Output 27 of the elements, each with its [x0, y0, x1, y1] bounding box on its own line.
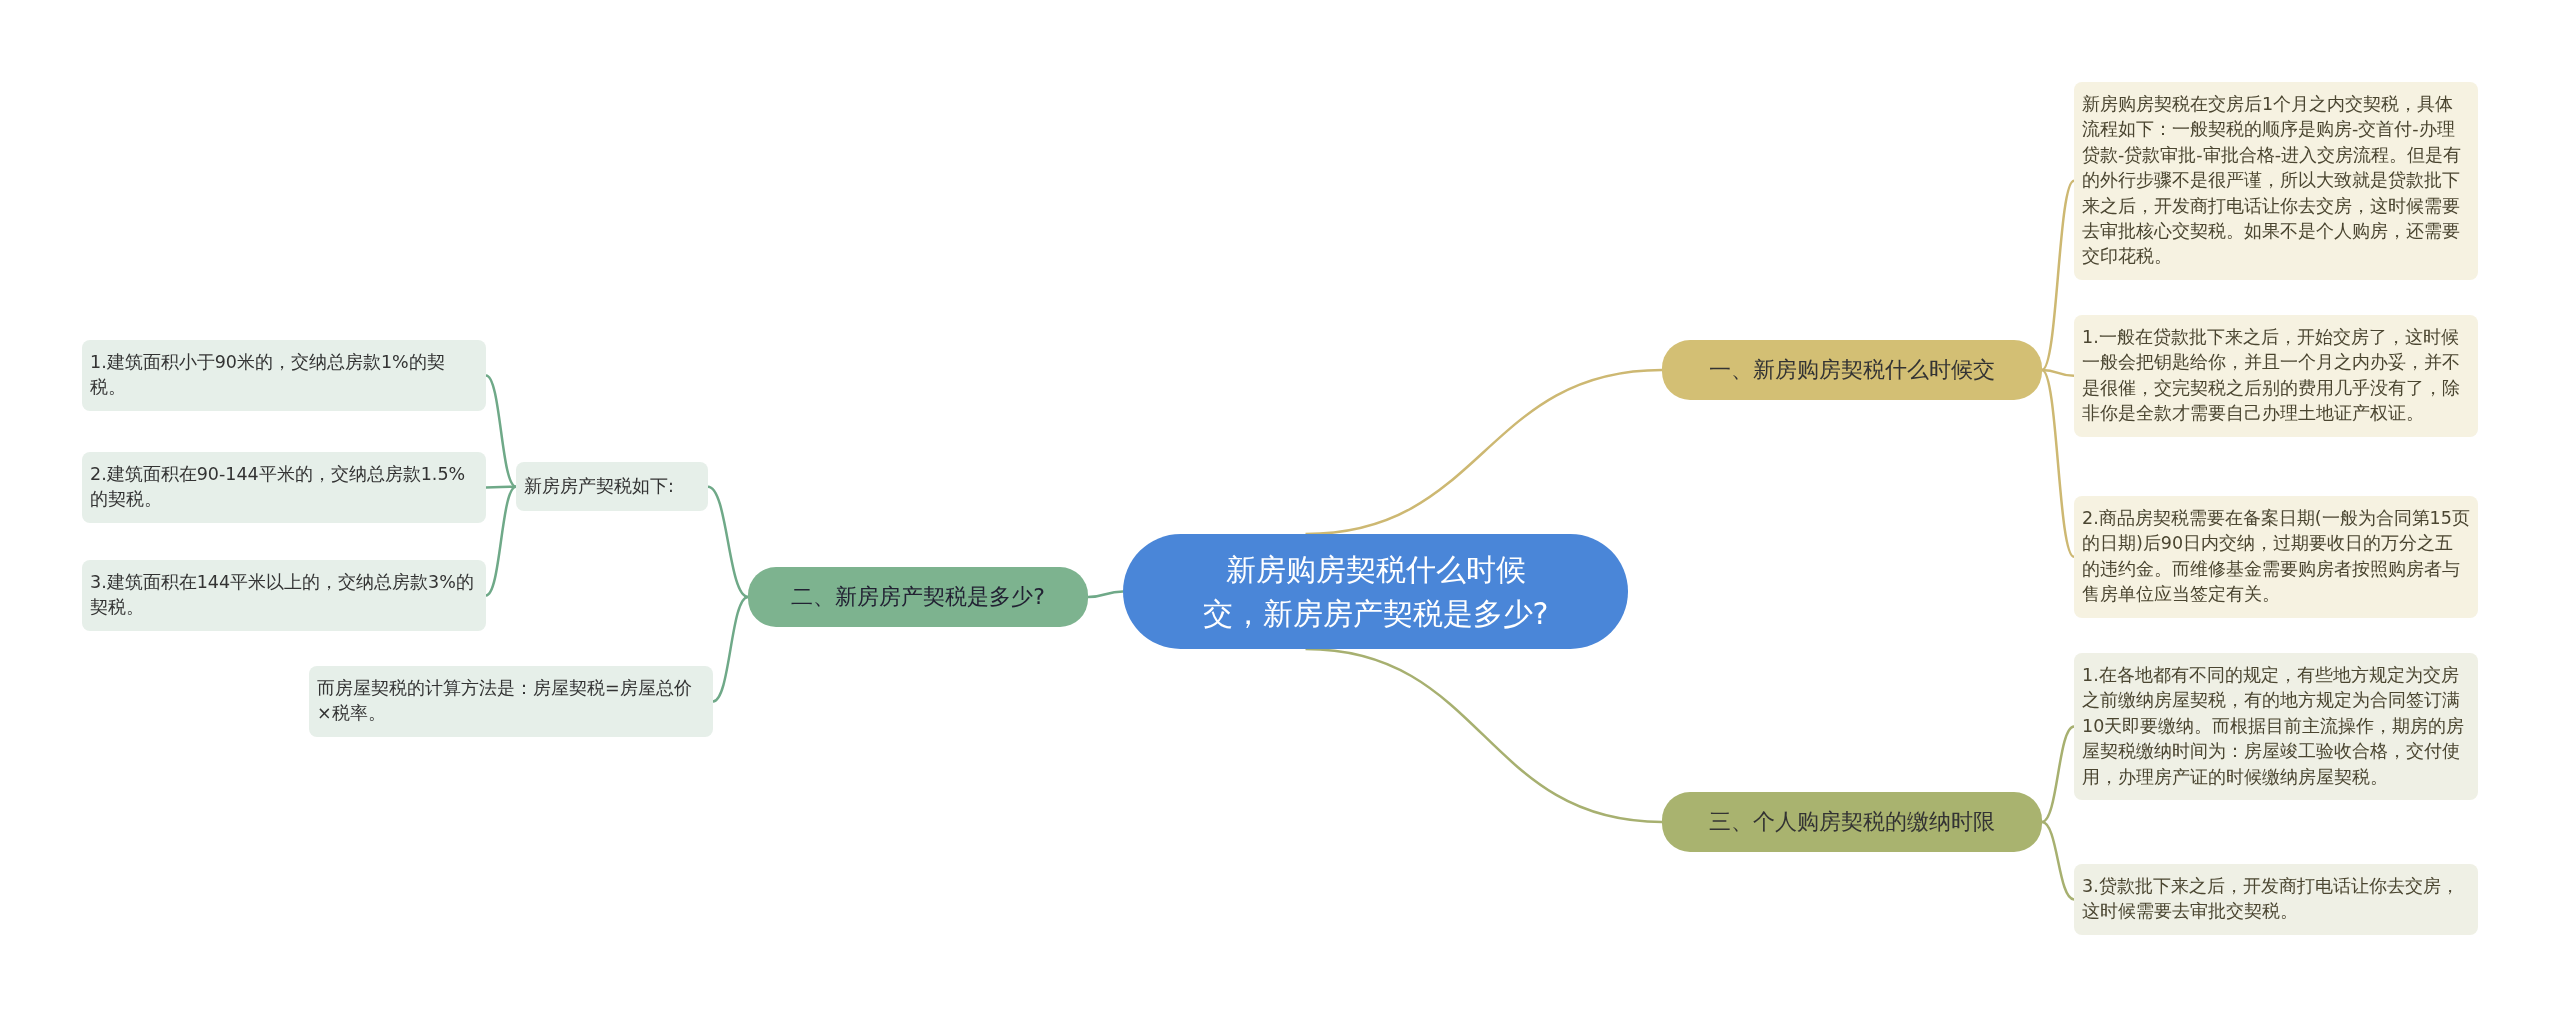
connector-line: [2041, 368, 2075, 377]
note-card: 2.商品房契税需要在备案日期(一般为合同第15页的日期)后90日内交纳，过期要收日的万分之五的违约金。而维修基金需要购房者按照购房者与售房单位应当签定有关。: [2074, 496, 2478, 618]
connector-line: [1305, 368, 1663, 536]
topic-pill: 新房购房契税什么时候交，新房房产契税是多少?: [1123, 534, 1628, 649]
note-card: 1.一般在贷款批下来之后，开始交房了，这时候一般会把钥匙给你，并且一个月之内办妥，并不是很催，交完契税之后别的费用几乎没有了，除非你是全款才需要自己办理土地证产权证。: [2074, 315, 2478, 437]
subtopic-card: 新房房产契税如下:: [516, 462, 708, 512]
connector-line: [712, 595, 749, 703]
connector-line: [2041, 820, 2075, 901]
branch-pill: 二、新房房产契税是多少?: [748, 567, 1088, 627]
connector-line: [486, 485, 516, 489]
connector-line: [485, 374, 517, 488]
connector-line: [1305, 647, 1663, 824]
connector-line: [485, 485, 517, 597]
connector-line: [707, 485, 749, 599]
connector-line: [2041, 369, 2075, 558]
note-card: 2.建筑面积在90-144平米的，交纳总房款1.5%的契税。: [82, 452, 486, 523]
connector-line: [2041, 179, 2075, 371]
note-card: 1.在各地都有不同的规定，有些地方规定为交房之前缴纳房屋契税，有的地方规定为合同签订满10天即要缴纳。而根据目前主流操作，期房的房屋契税缴纳时间为：房屋竣工验收合格，交付使用，办理房产证的时候缴纳房屋契税。: [2074, 653, 2478, 800]
note-card: 3.建筑面积在144平米以上的，交纳总房款3%的契税。: [82, 560, 486, 631]
connector-line: [1087, 590, 1124, 599]
note-card: 1.建筑面积小于90米的，交纳总房款1%的契税。: [82, 340, 486, 411]
branch-pill: 三、个人购房契税的缴纳时限: [1662, 792, 2042, 852]
branch-pill: 一、新房购房契税什么时候交: [1662, 340, 2042, 400]
note-card: 新房购房契税在交房后1个月之内交契税，具体流程如下：一般契税的顺序是购房-交首付-办理贷款-贷款审批-审批合格-进入交房流程。但是有的外行步骤不是很严谨，所以大致就是贷款批下来之后，开发商打电话让你去交房，这时候需要去审批核心交契税。如果不是个人购房，还需要交印花税。: [2074, 82, 2478, 280]
note-card: 3.贷款批下来之后，开发商打电话让你去交房，这时候需要去审批交契税。: [2074, 864, 2478, 935]
connector-line: [2041, 725, 2075, 824]
note-card: 而房屋契税的计算方法是：房屋契税=房屋总价×税率。: [309, 666, 713, 737]
